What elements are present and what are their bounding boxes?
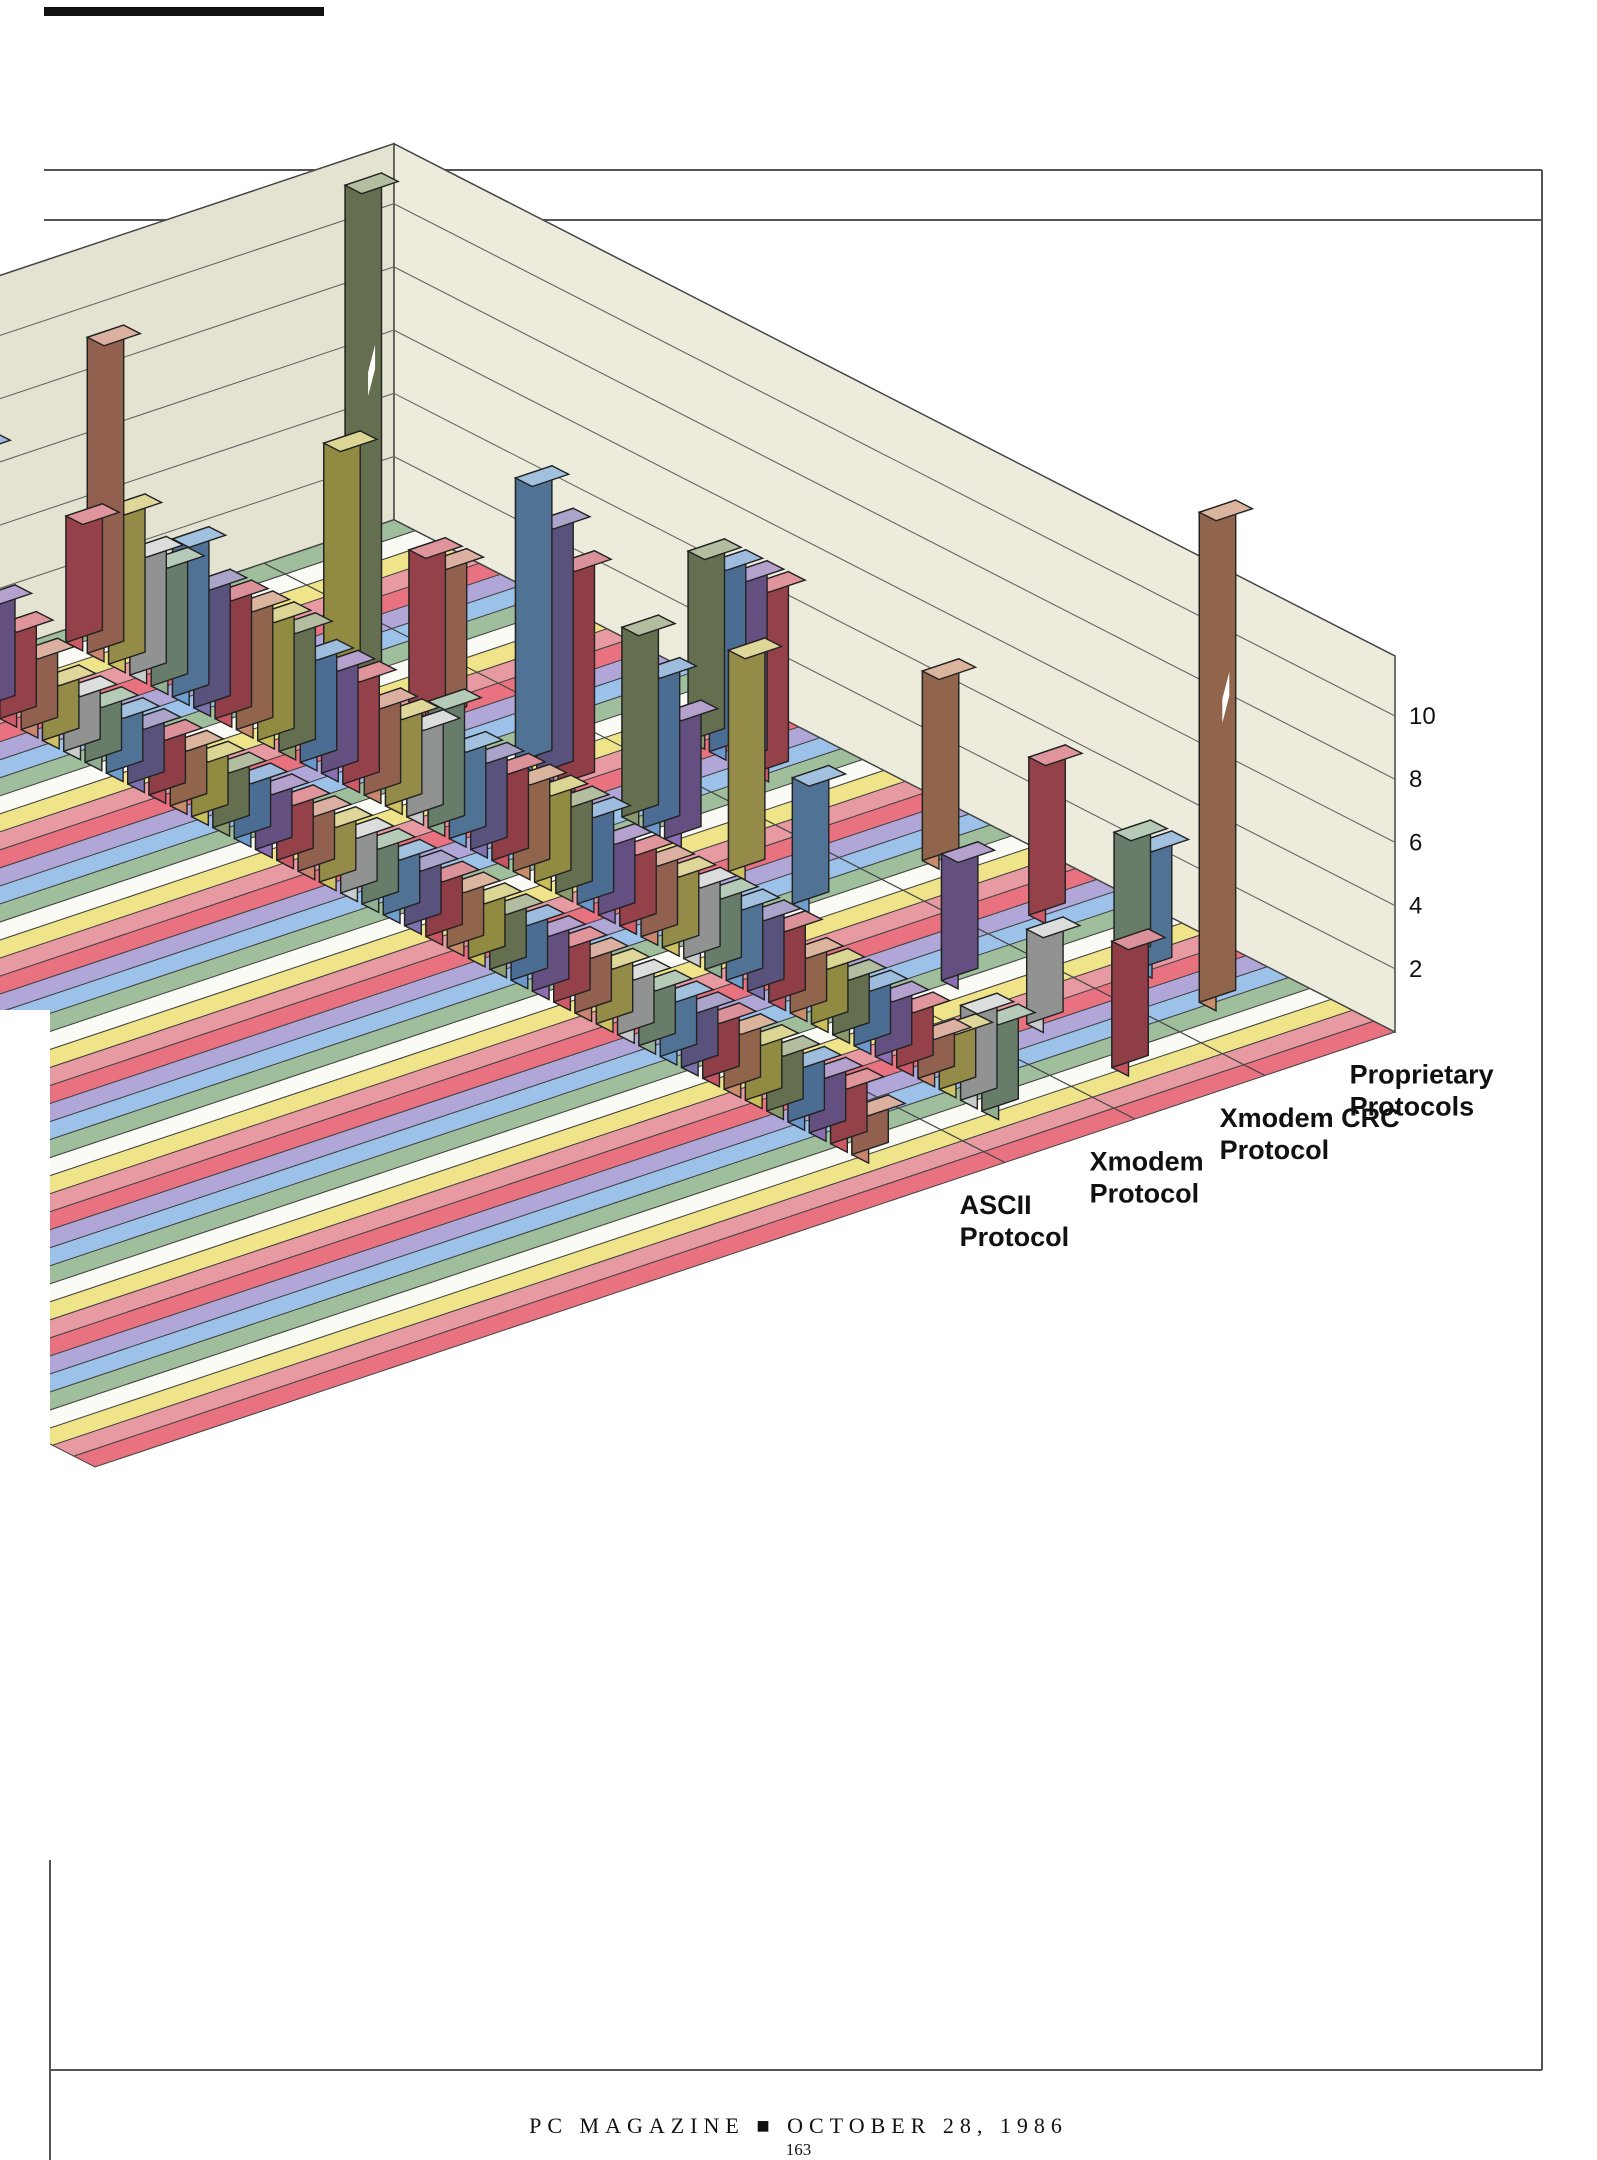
bar <box>322 429 379 674</box>
scale-break <box>1222 671 1230 724</box>
bar-top-face <box>343 172 400 195</box>
bar-top-face <box>620 614 677 637</box>
bar-side-face <box>921 657 960 862</box>
page-frame <box>44 7 1543 2160</box>
bar-top-face <box>64 503 121 526</box>
bar <box>0 583 34 702</box>
bar <box>1197 499 1255 1012</box>
scale-break-gap <box>368 344 376 396</box>
page-number: 163 <box>785 2140 812 2159</box>
floor-edge-mask <box>0 1010 50 1860</box>
right-tick-label: 6 <box>1409 829 1422 856</box>
top-rule-bar <box>44 7 324 16</box>
bar <box>1024 916 1082 1034</box>
bar-top-face <box>1027 744 1084 767</box>
bar <box>1027 743 1084 925</box>
bar-top-face <box>726 637 784 660</box>
grid-line <box>0 203 1396 717</box>
series-label-line: Xmodem <box>1090 1147 1204 1177</box>
bar-top-face <box>958 992 1016 1015</box>
chart-labels: 24681030246810ASCIIProtocolXmodemProtoco… <box>960 703 1494 1252</box>
bar <box>513 464 571 773</box>
bar <box>1110 928 1167 1078</box>
bar-top-face <box>1112 819 1170 842</box>
bar <box>64 502 121 653</box>
bar-side-face <box>1198 499 1237 1004</box>
bar-top-face <box>407 536 464 560</box>
series-label-line: Protocols <box>1350 1092 1475 1122</box>
right-tick-label: 8 <box>1409 766 1422 793</box>
series-label-line: Protocol <box>1090 1179 1200 1209</box>
series-label-line: Protocol <box>960 1222 1070 1252</box>
right-tick-label: 2 <box>1409 956 1422 983</box>
bar <box>0 434 13 445</box>
right-tick-label: 10 <box>1409 703 1436 730</box>
bar-top-face <box>920 658 978 681</box>
bar <box>620 614 677 827</box>
series-label-line: Xmodem CRC <box>1220 1103 1400 1133</box>
bar-top-face <box>0 584 34 605</box>
scale-break <box>368 344 376 396</box>
bar <box>939 840 997 991</box>
bar-top-face <box>322 430 379 453</box>
series-label-line: ASCII <box>960 1190 1032 1220</box>
bar-top-face <box>170 525 228 549</box>
bar-top-face <box>513 465 571 488</box>
bar <box>920 657 978 871</box>
right-tick-label: 4 <box>1409 893 1422 920</box>
bar <box>790 764 848 914</box>
bar-top-face <box>790 764 848 787</box>
chart-bars <box>0 172 1255 1165</box>
series-label-line: Protocol <box>1220 1135 1330 1165</box>
bar-side-face <box>727 637 766 873</box>
bar-side-face <box>621 614 660 818</box>
bar-top-face <box>686 538 743 561</box>
bar-top-face <box>0 434 13 445</box>
bar-side-face <box>323 429 361 666</box>
bar-side-face <box>514 464 553 764</box>
bar-side-face <box>1028 743 1067 917</box>
bar-top-face <box>85 324 143 347</box>
bar-top-face <box>1110 928 1167 951</box>
footer-masthead: PC MAGAZINE ■ OCTOBER 28, 1986 <box>529 2113 1068 2138</box>
bar <box>1112 819 1170 969</box>
bar-top-face <box>939 841 997 864</box>
bar-side-face <box>408 536 447 709</box>
bar-top-face <box>1024 916 1082 939</box>
bar-top-face <box>1197 499 1255 522</box>
scale-break-gap <box>1222 671 1230 724</box>
series-label-line: Proprietary <box>1350 1060 1494 1090</box>
